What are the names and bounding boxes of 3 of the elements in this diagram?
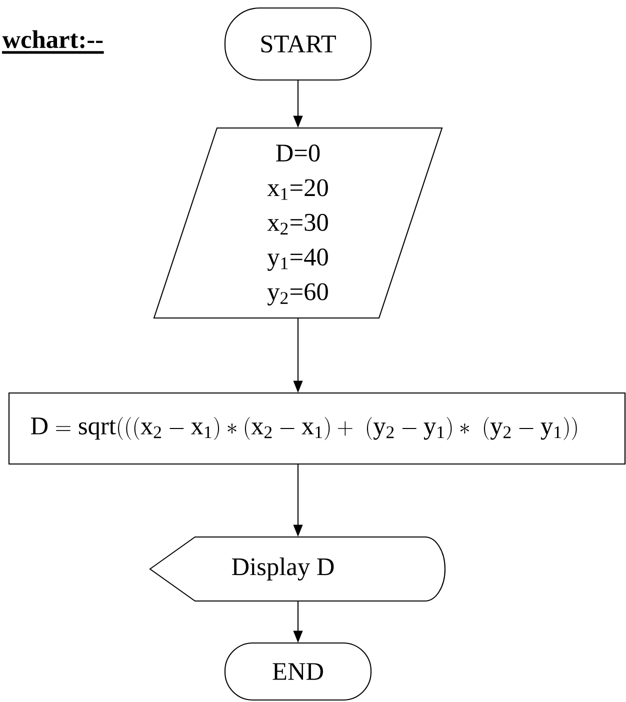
input-parallelogram: D=0 x$_{1}$=20 x$_{2}$=30 y$_{1}$=40 y$_{2}$=60 bbox=[153, 127, 443, 319]
heading: wchart:-- bbox=[2, 30, 103, 48]
process-box: $\mathrm{D=sqrt(((x_{2}-x_{1})*(x_{2}-x_{1})+\ (y_{2}-y_{1})*\ (y_{2}-y_{1}))}$ bbox=[8, 392, 626, 465]
